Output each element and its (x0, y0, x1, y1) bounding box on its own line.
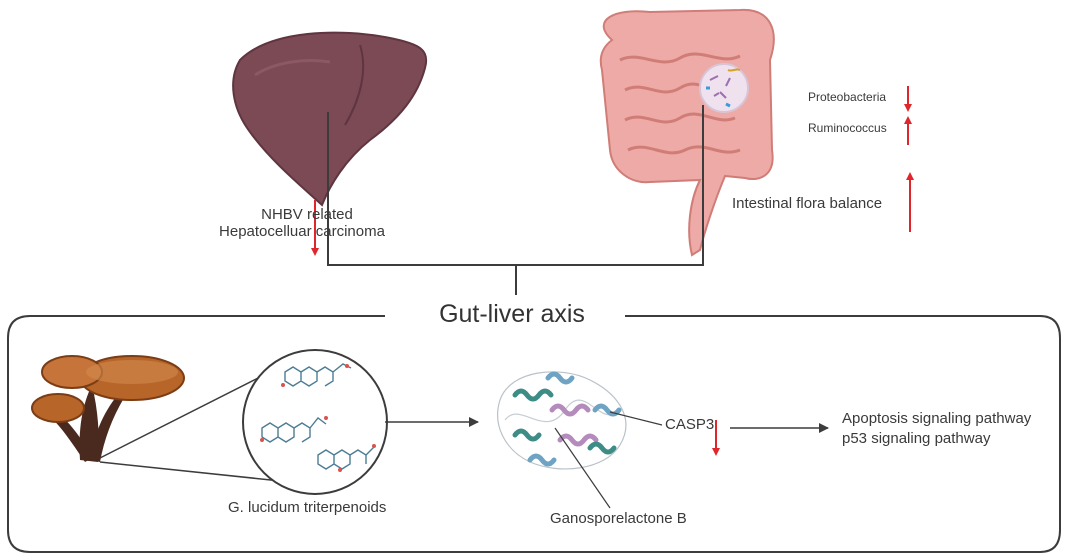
intestine-icon (599, 8, 775, 257)
axis-title: Gut-liver axis (439, 300, 585, 328)
zoom-line (99, 371, 271, 459)
molecule-callout-line (554, 427, 611, 509)
zoom-line (99, 461, 291, 483)
ganoderma-mushroom-icon (31, 355, 185, 462)
molecule-label: Ganosporelactone B (550, 510, 687, 527)
liver-label: NHBV related Hepatocelluar carcinoma (202, 206, 412, 240)
axis-box (7, 315, 1061, 553)
protein-structure-icon (497, 371, 627, 470)
bacteria-label-1: Proteobacteria (808, 90, 887, 104)
target-label: CASP3 (665, 416, 715, 433)
casp3-callout-line (609, 411, 663, 426)
liver-icon (232, 31, 428, 207)
triterpenoid-structures-icon (242, 349, 388, 495)
pathway-label-2: p53 signaling pathway (842, 430, 991, 447)
compound-label: G. lucidum triterpenoids (228, 499, 387, 516)
flora-label: Intestinal flora balance (732, 195, 883, 212)
liver-label-line2: Hepatocelluar carcinoma (219, 223, 385, 240)
liver-label-line1: NHBV related (261, 206, 353, 223)
connector-lines (327, 105, 704, 295)
pathway-label-1: Apoptosis signaling pathway (842, 410, 1032, 427)
bacteria-label-2: Ruminococcus (808, 121, 887, 135)
